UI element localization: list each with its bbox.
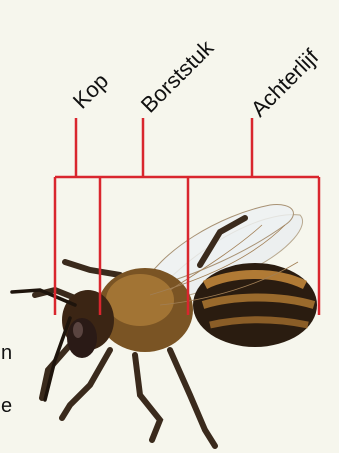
label-achterlijf: Achterlijf	[246, 44, 324, 122]
bee-eye	[67, 318, 97, 358]
edge-fragment-2: e	[1, 395, 12, 417]
label-kop: Kop	[68, 68, 113, 113]
bee-abdomen	[193, 263, 317, 347]
bee-illustration	[12, 205, 317, 446]
edge-fragment-1: n	[1, 342, 12, 364]
label-borststuk: Borststuk	[136, 34, 219, 117]
bee-thorax-fuzz	[106, 274, 174, 326]
